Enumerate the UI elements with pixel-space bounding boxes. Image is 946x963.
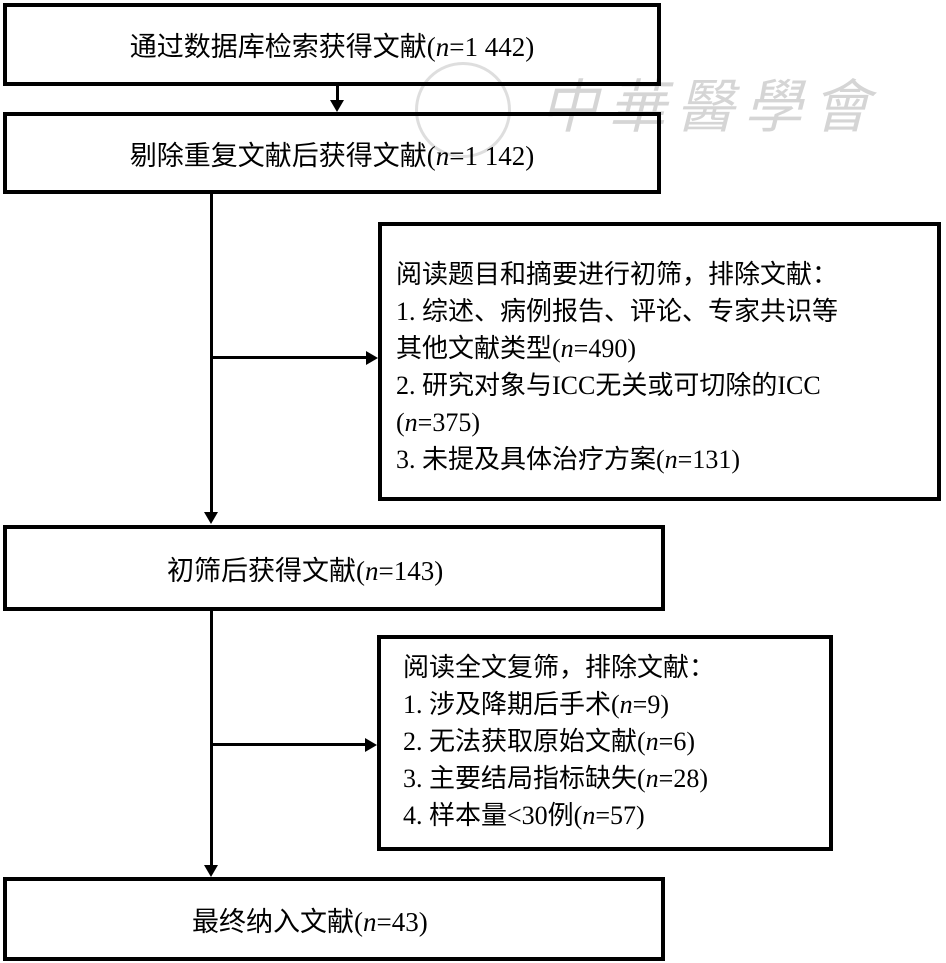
count: =6) [658,727,695,756]
n-symbol: n [404,408,418,437]
text: 最终纳入文献( [192,906,363,937]
exclusion-item: (n=375) [396,404,927,441]
box-exclusion-initial: 阅读题目和摘要进行初筛，排除文献： 1. 综述、病例报告、评论、专家共识等 其他… [378,222,941,501]
arrow-head [365,738,377,752]
count: =57) [595,801,645,830]
n-symbol: n [363,906,377,937]
text: 1. 涉及降期后手术( [403,690,620,719]
n-symbol: n [582,801,596,830]
n-symbol: n [435,140,450,171]
box-exclusion-fulltext: 阅读全文复筛，排除文献： 1. 涉及降期后手术(n=9) 2. 无法获取原始文献… [377,635,833,851]
count: =28) [658,764,708,793]
n-symbol: n [645,764,659,793]
count: =375) [417,408,480,437]
n-symbol: n [365,555,379,586]
arrow-head [204,512,218,524]
text: 剔除重复文献后获得文献( [129,140,436,171]
connector [210,743,367,746]
arrow-head [330,100,344,112]
connector [210,356,368,359]
count: =43) [376,906,428,937]
text: 4. 样本量<30例( [403,801,583,830]
box-after-initial-screen: 初筛后获得文献(n=143) [3,525,665,611]
exclusion-item: 1. 涉及降期后手术(n=9) [403,686,819,723]
box-final-included: 最终纳入文献(n=43) [3,877,665,961]
count: =143) [378,555,444,586]
exclusion-item: 3. 未提及具体治疗方案(n=131) [396,441,927,478]
box-text: 通过数据库检索获得文献(n=1 442) [130,25,534,64]
exclusion-item: 3. 主要结局指标缺失(n=28) [403,760,819,797]
exclusion-item: 4. 样本量<30例(n=57) [403,797,819,834]
box-deduplicated: 剔除重复文献后获得文献(n=1 142) [3,112,661,194]
exclusion-title: 阅读题目和摘要进行初筛，排除文献： [396,260,839,289]
box-text: 最终纳入文献(n=43) [192,900,428,939]
n-symbol: n [619,690,633,719]
text: 3. 主要结局指标缺失( [403,764,646,793]
text: 初筛后获得文献( [167,555,365,586]
exclusion-item: 其他文献类型(n=490) [396,330,927,367]
n-symbol: n [435,32,450,62]
text: 其他文献类型( [396,334,561,363]
n-symbol: n [645,727,659,756]
connector [210,611,213,867]
exclusion-title: 阅读全文复筛，排除文献： [403,653,716,682]
count: =131) [677,445,740,474]
box-database-search: 通过数据库检索获得文献(n=1 442) [3,3,661,86]
watermark-seal [415,62,511,158]
text: ( [396,408,405,437]
count: =490) [573,334,636,363]
exclusion-item: 2. 无法获取原始文献(n=6) [403,723,819,760]
count: =9) [632,690,669,719]
n-symbol: n [560,334,574,363]
box-text: 剔除重复文献后获得文献(n=1 142) [130,134,534,173]
exclusion-item: 2. 研究对象与ICC无关或可切除的ICC [396,371,821,400]
count: =1 442) [449,32,535,62]
n-symbol: n [664,445,678,474]
exclusion-item: 1. 综述、病例报告、评论、专家共识等 [396,297,839,326]
arrow-head [366,351,378,365]
connector [210,194,213,514]
box-text: 初筛后获得文献(n=143) [167,549,443,588]
text: 2. 无法获取原始文献( [403,727,646,756]
arrow-head [204,865,218,877]
connector [336,86,339,102]
text: 3. 未提及具体治疗方案( [396,445,665,474]
count: =1 142) [449,140,535,171]
text: 通过数据库检索获得文献( [129,32,436,62]
